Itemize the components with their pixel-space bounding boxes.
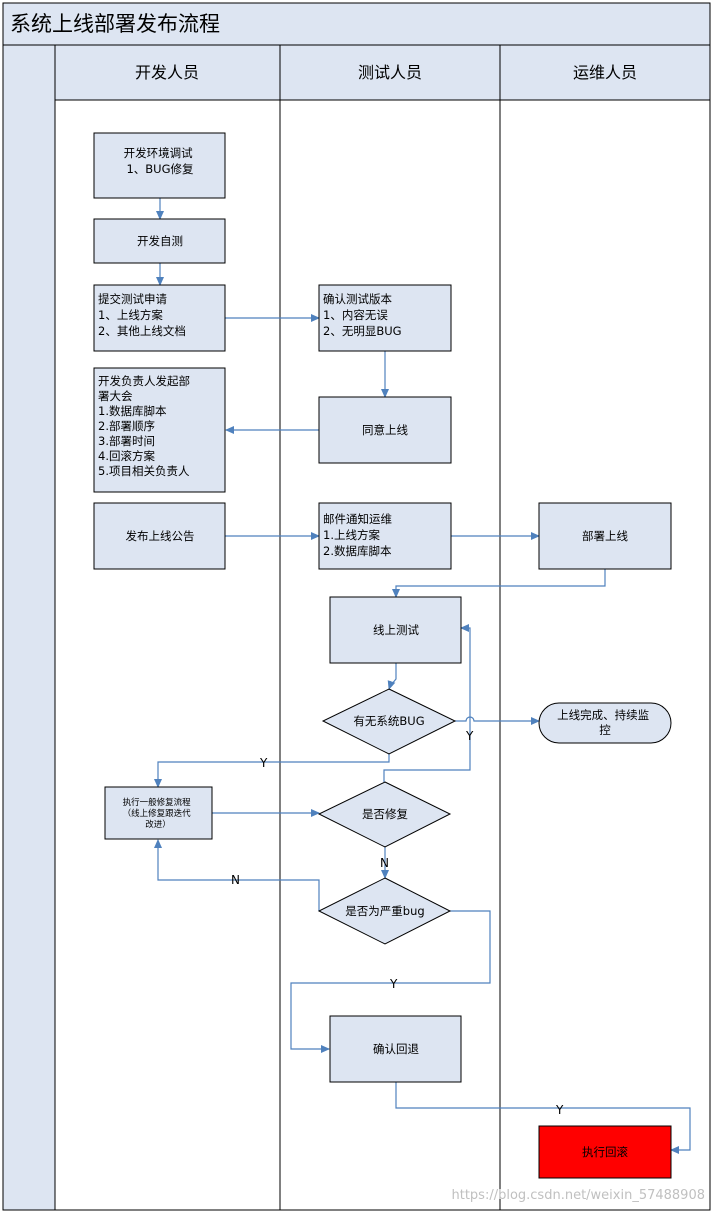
node-is-serious	[317, 877, 452, 945]
node-dev-env-label: 开发环境调试 1、BUG修复	[124, 146, 197, 176]
node-self-test	[93, 218, 226, 264]
edge-label-serious-y: Y	[389, 977, 398, 991]
node-is-serious-label: 是否为严重bug	[345, 904, 424, 918]
node-deploy-online-label: 部署上线	[582, 529, 628, 543]
node-confirm-version	[318, 284, 452, 352]
edge-onlinetest-hasbug	[387, 663, 397, 690]
edge-deploy-onlinetest	[392, 569, 606, 598]
node-done-monitor-label: 上线完成、持续监 控	[557, 708, 653, 737]
diagram-title: 系统上线部署发布流程	[10, 12, 220, 36]
lane-header-ops: 运维人员	[573, 63, 637, 82]
node-submit-test	[93, 284, 226, 352]
node-deploy-meeting-label: 开发负责人发起部 署大会 1.数据库脚本 2.部署顺序 3.部署时间 4.回滚方…	[98, 374, 194, 478]
edge-confirmrollback-exec	[395, 1082, 691, 1154]
node-online-test	[329, 596, 462, 664]
edge-serious-fixflow	[154, 839, 320, 911]
node-deploy-online	[538, 502, 672, 570]
edge-label-serious-n: N	[231, 873, 240, 887]
node-has-bug-label: 有无系统BUG	[353, 714, 424, 728]
edge-label-fixflow-y: Y	[259, 756, 268, 770]
node-submit-test-label: 提交测试申请 1、上线方案 2、其他上线文档	[98, 292, 186, 338]
lane-header-test: 测试人员	[358, 63, 422, 82]
node-agree-online	[318, 396, 452, 464]
node-self-test-label: 开发自测	[137, 234, 183, 248]
node-is-fixed-label: 是否修复	[362, 807, 408, 821]
edge-label-hasbug-y: Y	[465, 729, 474, 743]
node-done-monitor	[538, 702, 672, 744]
watermark: https://blog.csdn.net/weixin_57488908	[451, 1188, 705, 1203]
lane-header-dev: 开发人员	[135, 63, 199, 82]
lane-header-row	[54, 44, 711, 101]
node-agree-online-label: 同意上线	[362, 423, 408, 437]
node-email-ops	[318, 502, 452, 570]
edge-return-onlinetest	[383, 624, 471, 782]
edge-hasbug-fixflow	[154, 754, 390, 788]
node-exec-rollback-label: 执行回滚	[582, 1145, 628, 1159]
edge-label-fixed-n: N	[380, 856, 389, 870]
node-online-test-label: 线上测试	[373, 623, 419, 637]
title-bar	[2, 2, 711, 46]
node-has-bug	[321, 688, 457, 755]
node-publish-notice	[93, 502, 226, 570]
node-is-fixed	[317, 781, 452, 848]
node-exec-rollback	[538, 1125, 672, 1179]
node-confirm-rollback	[329, 1015, 462, 1083]
node-fix-flow	[104, 786, 213, 840]
node-publish-notice-label: 发布上线公告	[126, 529, 195, 543]
node-dev-env	[93, 132, 226, 199]
node-confirm-rollback-label: 确认回退	[373, 1042, 419, 1056]
edge-label-rollback-y: Y	[555, 1103, 564, 1117]
node-confirm-version-label: 确认测试版本 1、内容无误 2、无明显BUG	[323, 292, 402, 338]
lane-gutter	[2, 44, 56, 1211]
edge-serious-confirmrollback	[290, 910, 491, 1053]
node-email-ops-label: 邮件通知运维 1.上线方案 2.数据库脚本	[323, 512, 396, 558]
node-deploy-meeting	[93, 367, 226, 493]
node-fix-flow-label: 执行一般修复流程 （线上修复跟迭代 改进）	[123, 797, 194, 830]
